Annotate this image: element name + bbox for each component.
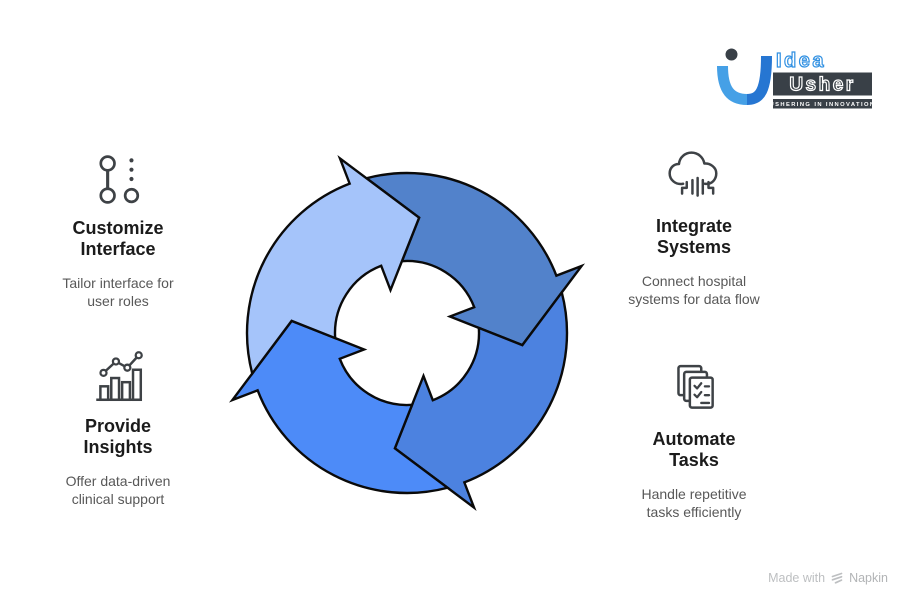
- made-with-napkin-credit: Made with Napkin: [768, 570, 888, 585]
- bar-chart-trend-icon: [96, 351, 143, 402]
- made-with-label: Made with: [768, 570, 826, 585]
- cycle-arrow-top-right: [363, 171, 586, 347]
- logo-brand-top: Idea: [776, 50, 826, 72]
- idea-usher-logo-mark: [717, 48, 772, 105]
- napkin-brand-label: Napkin: [849, 570, 888, 585]
- logo-tagline: USHERING IN INNOVATION: [770, 102, 875, 108]
- feature-automate-tasks: Automate Tasks Handle repetitive tasks e…: [606, 361, 782, 521]
- cycle-arrow-top-left: [245, 154, 421, 377]
- feature-title: Automate Tasks: [652, 429, 736, 470]
- napkin-logo-icon: [831, 572, 843, 584]
- feature-description: Offer data-driven clinical support: [65, 473, 171, 507]
- feature-integrate-systems: Integrate Systems Connect hospital syste…: [606, 148, 782, 308]
- user-roles-icon: [99, 155, 140, 204]
- cycle-arrow-bottom-left: [228, 319, 451, 495]
- feature-title: Integrate Systems: [655, 216, 733, 257]
- checklist-documents-icon: [677, 364, 714, 409]
- cycle-diagram: [228, 154, 586, 512]
- feature-title: Customize Interface: [72, 218, 164, 259]
- feature-customize-interface: Customize Interface Tailor interface for…: [30, 150, 206, 310]
- cycle-arrow-bottom-right: [393, 289, 569, 512]
- feature-title: Provide Insights: [83, 416, 153, 457]
- feature-description: Tailor interface for user roles: [62, 275, 174, 309]
- logo-brand-bottom: Usher: [789, 75, 855, 96]
- feature-description: Connect hospital systems for data flow: [628, 273, 760, 307]
- feature-description: Handle repetitive tasks efficiently: [641, 486, 747, 520]
- idea-usher-logo: Idea Usher USHERING IN INNOVATION: [717, 48, 875, 109]
- feature-provide-insights: Provide Insights Offer data-driven clini…: [30, 348, 206, 508]
- cloud-circuit-icon: [668, 151, 718, 197]
